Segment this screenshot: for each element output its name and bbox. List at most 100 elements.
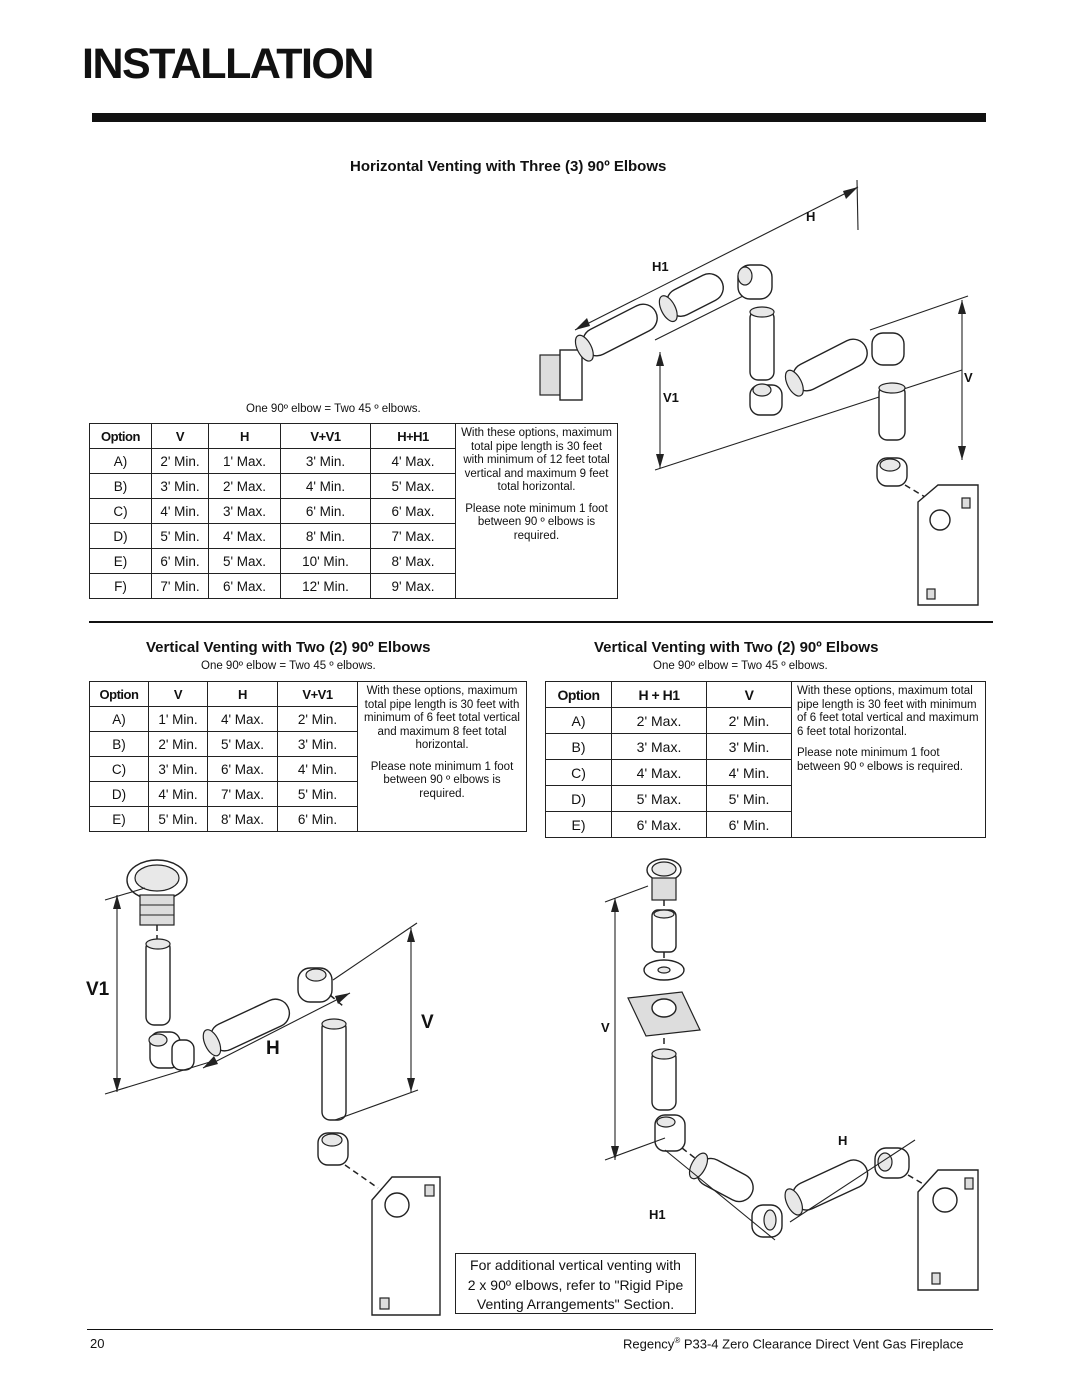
vertical-right-side-note: With these options, maximum total pipe l…: [791, 681, 986, 838]
diagram-label-v1: V1: [86, 979, 110, 1000]
col-header: V: [148, 681, 208, 707]
vertical-right-venting-table: Option H + H1 V With these options, maxi…: [545, 681, 986, 838]
cell: 1' Max.: [208, 448, 281, 474]
vertical-right-section-title: Vertical Venting with Two (2) 90º Elbows: [594, 639, 879, 656]
cell: 6' Max.: [207, 756, 278, 782]
table-row: A)1' Min.4' Max.2' Min.: [89, 706, 527, 732]
cell: E): [545, 811, 612, 838]
cell: 4' Min.: [277, 756, 358, 782]
diagram-label-h: H: [266, 1038, 280, 1059]
table-row: C)3' Min.6' Max.4' Min.: [89, 756, 527, 782]
section-divider: [89, 621, 993, 623]
cell: 4' Max.: [208, 523, 281, 549]
cell: 6' Max.: [208, 573, 281, 599]
cell: 10' Min.: [280, 548, 371, 574]
cell: A): [89, 448, 152, 474]
vertical-left-section-title: Vertical Venting with Two (2) 90º Elbows: [146, 639, 431, 656]
cell: D): [545, 785, 612, 812]
table-row: A)2' Max.2' Min.: [545, 707, 986, 734]
footer-product-name: Regency® P33-4 Zero Clearance Direct Ven…: [623, 1336, 963, 1351]
cell: A): [545, 707, 612, 734]
note-paragraph: With these options, maximum total pipe l…: [797, 685, 979, 738]
vertical-left-elbow-note: One 90º elbow = Two 45 º elbows.: [201, 660, 376, 672]
cell: 6' Min.: [706, 811, 792, 838]
table-header-row: Option V H V+V1 With these options, maxi…: [89, 681, 527, 832]
cell: 8' Max.: [370, 548, 456, 574]
cell: 5' Max.: [611, 785, 707, 812]
registered-mark: ®: [674, 1336, 681, 1345]
cell: C): [89, 756, 149, 782]
cell: 3' Min.: [706, 733, 792, 760]
cell: C): [89, 498, 152, 524]
cell: 4' Min.: [706, 759, 792, 786]
cell: 12' Min.: [280, 573, 371, 599]
cell: 5' Max.: [208, 548, 281, 574]
table-row: F)7' Min.6' Max.12' Min.9' Max.: [89, 573, 618, 599]
vertical-right-elbow-note: One 90º elbow = Two 45 º elbows.: [653, 660, 828, 672]
diagram-label-h: H: [806, 209, 816, 224]
cell: D): [89, 781, 149, 807]
cell: 4' Min.: [148, 781, 208, 807]
diagram-label-v: V: [421, 1012, 434, 1033]
cell: 2' Max.: [208, 473, 281, 499]
cell: 5' Min.: [706, 785, 792, 812]
cell: 6' Min.: [151, 548, 209, 574]
table-row: B)3' Max.3' Min.: [545, 733, 986, 760]
table-header-row: Option H + H1 V With these options, maxi…: [545, 681, 986, 838]
cell: 4' Max.: [370, 448, 456, 474]
cell: F): [89, 573, 152, 599]
cell: 3' Min.: [151, 473, 209, 499]
cell: C): [545, 759, 612, 786]
table-row: A)2' Min.1' Max.3' Min.4' Max.: [89, 448, 618, 474]
cell: 1' Min.: [148, 706, 208, 732]
table-row: E)5' Min.8' Max.6' Min.: [89, 806, 527, 832]
diagram-label-h1: H1: [649, 1207, 666, 1222]
cell: 3' Min.: [148, 756, 208, 782]
cell: 3' Min.: [280, 448, 371, 474]
cell: 8' Max.: [207, 806, 278, 832]
diagram-label-v: V: [601, 1020, 610, 1035]
table-row: C)4' Min.3' Max.6' Min.6' Max.: [89, 498, 618, 524]
rigid-pipe-callout: For additional vertical venting with 2 x…: [455, 1253, 696, 1314]
cell: 6' Min.: [277, 806, 358, 832]
cell: 6' Max.: [611, 811, 707, 838]
table-row: D)5' Min.4' Max.8' Min.7' Max.: [89, 523, 618, 549]
note-paragraph: With these options, maximum total pipe l…: [364, 685, 520, 751]
horizontal-elbow-note: One 90º elbow = Two 45 º elbows.: [246, 403, 421, 415]
note-paragraph: Please note minimum 1 foot between 90 º …: [465, 502, 608, 542]
table-row: C)4' Max.4' Min.: [545, 759, 986, 786]
callout-line: Venting Arrangements" Section.: [476, 1296, 675, 1312]
cell: B): [545, 733, 612, 760]
cell: 4' Min.: [151, 498, 209, 524]
cell: 6' Max.: [370, 498, 456, 524]
page-number: 20: [90, 1336, 105, 1351]
diagram-label-v1: V1: [663, 390, 679, 405]
cell: 2' Min.: [706, 707, 792, 734]
table-row: B)3' Min.2' Max.4' Min.5' Max.: [89, 473, 618, 499]
col-header: V+V1: [280, 423, 371, 449]
title-rule: [92, 113, 986, 122]
cell: D): [89, 523, 152, 549]
col-header: Option: [545, 681, 612, 708]
cell: 2' Min.: [151, 448, 209, 474]
col-header: Option: [89, 681, 149, 707]
table-row: E)6' Max.6' Min.: [545, 811, 986, 838]
col-header: Option: [89, 423, 152, 449]
horizontal-section-title: Horizontal Venting with Three (3) 90º El…: [350, 158, 667, 175]
cell: 2' Max.: [611, 707, 707, 734]
vertical-left-venting-table: Option V H V+V1 With these options, maxi…: [89, 681, 527, 832]
callout-line: For additional vertical venting with: [470, 1257, 681, 1273]
footer-product: P33-4 Zero Clearance Direct Vent Gas Fir…: [680, 1336, 964, 1352]
cell: 7' Min.: [151, 573, 209, 599]
footer-brand: Regency: [623, 1336, 675, 1352]
cell: 3' Min.: [277, 731, 358, 757]
cell: B): [89, 473, 152, 499]
page-title: INSTALLATION: [82, 40, 374, 88]
cell: 8' Min.: [280, 523, 371, 549]
note-paragraph: Please note minimum 1 foot between 90 º …: [370, 760, 514, 800]
cell: 7' Max.: [207, 781, 278, 807]
cell: 5' Min.: [277, 781, 358, 807]
cell: 2' Min.: [277, 706, 358, 732]
diagram-label-h1: H1: [652, 259, 669, 274]
cell: 3' Max.: [611, 733, 707, 760]
